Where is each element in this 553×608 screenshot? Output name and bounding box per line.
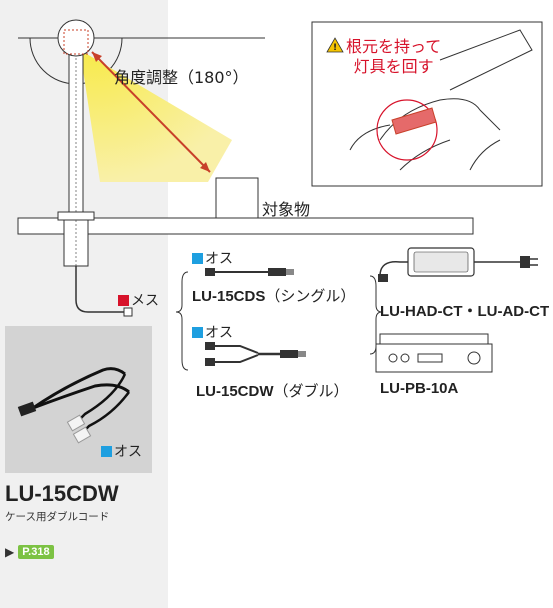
svg-text:!: ! <box>333 43 337 53</box>
triangle-right-icon: ▶ <box>5 545 15 559</box>
male-label-single: オス <box>192 248 233 268</box>
product-model: LU-15CDW <box>5 481 119 506</box>
ac-adapter-illustration <box>378 247 538 282</box>
male-label-text: オス <box>205 251 233 267</box>
page-reference[interactable]: ▶ P.318 <box>5 545 54 559</box>
photo-male-label: オス <box>101 441 142 461</box>
male-label-double: オス <box>192 322 233 342</box>
female-square-icon <box>118 295 129 306</box>
double-cable-label: LU-15CDW（ダブル） <box>196 380 349 401</box>
product-photo: オス <box>5 326 152 473</box>
angle-arrow <box>91 51 211 173</box>
single-cable-illustration <box>205 268 294 276</box>
single-cable-desc: （シングル） <box>265 287 356 305</box>
male-square-icon <box>192 327 203 338</box>
product-desc: ケース用ダブルコード <box>5 511 110 523</box>
male-square-icon <box>192 253 203 264</box>
callout-line-2: 灯具を回す <box>353 57 434 76</box>
cable-photo-illustration <box>17 367 131 444</box>
mount-socket <box>63 219 89 267</box>
pole-cable <box>75 266 124 313</box>
double-cable-desc: （ダブル） <box>273 382 349 400</box>
cable-brace <box>175 271 189 371</box>
grip-circle <box>376 99 438 161</box>
callout-text: 根元を持って 灯具を回す <box>346 37 441 77</box>
female-label-text: メス <box>131 293 159 309</box>
double-cable-illustration <box>205 342 306 366</box>
object-label: 対象物 <box>262 200 311 219</box>
adapter-model-label: LU-HAD-CT・LU-AD-CT <box>380 303 550 320</box>
power-box-illustration <box>375 333 493 373</box>
power-box-model-label: LU-PB-10A <box>380 380 459 397</box>
shelf <box>17 217 474 235</box>
female-label: メス <box>118 290 159 310</box>
single-cable-model: LU-15CDS <box>192 288 266 305</box>
double-cable-model: LU-15CDW <box>196 383 274 400</box>
warning-icon <box>326 37 344 53</box>
male-label-text: オス <box>205 325 233 341</box>
single-cable-label: LU-15CDS（シングル） <box>192 285 355 306</box>
photo-male-label-text: オス <box>114 444 142 460</box>
angle-label: 角度調整（180°） <box>114 68 249 87</box>
callout-line-1: 根元を持って <box>346 37 442 56</box>
page-badge[interactable]: P.318 <box>18 545 54 559</box>
object-box <box>215 177 259 219</box>
light-head <box>57 19 95 57</box>
male-square-icon <box>101 446 112 457</box>
